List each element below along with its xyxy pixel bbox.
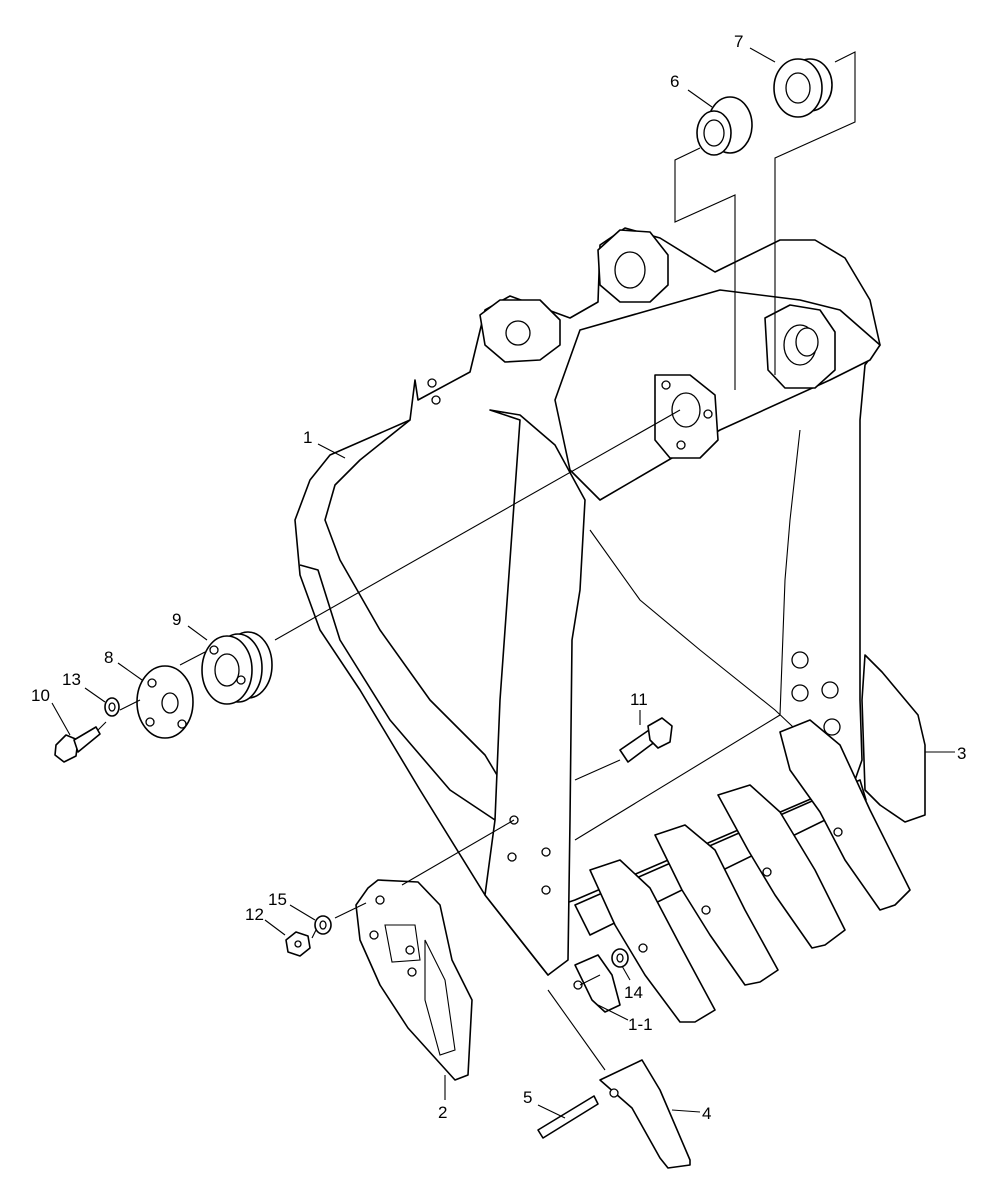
- callout-5: 5: [523, 1088, 532, 1107]
- callout-4: 4: [702, 1104, 711, 1123]
- callout-1: 1: [303, 428, 312, 447]
- washer-13: [104, 697, 120, 717]
- assembly-lines: [97, 51, 856, 1071]
- bucket-teeth: [574, 719, 911, 1023]
- callout-2: 2: [438, 1103, 447, 1122]
- callout-14: 14: [624, 983, 643, 1002]
- bushing-7: [773, 58, 833, 118]
- nut-12: [285, 931, 311, 957]
- boss-9: [201, 631, 273, 705]
- callout-7: 7: [734, 32, 743, 51]
- bushing-6: [696, 96, 753, 156]
- callout-leaders: [51, 47, 955, 1119]
- callout-3: 3: [957, 744, 966, 763]
- washer-plate-8: [136, 665, 194, 739]
- callout-10: 10: [31, 686, 50, 705]
- callout-11: 11: [630, 690, 648, 709]
- washer-14: [611, 948, 629, 968]
- bolt-10: [54, 726, 101, 763]
- callout-12: 12: [245, 905, 264, 924]
- callout-13: 13: [62, 670, 81, 689]
- tooth-4: [599, 1059, 691, 1169]
- washer-15: [314, 915, 332, 935]
- callout-1-1: 1-1: [628, 1015, 653, 1034]
- pin-5: [537, 1095, 599, 1139]
- callout-6: 6: [670, 72, 679, 91]
- bolt-11: [619, 717, 673, 763]
- side-cutter: [861, 654, 926, 823]
- bucket-body: [294, 227, 881, 990]
- callout-9: 9: [172, 610, 181, 629]
- side-protector-2: [355, 879, 473, 1081]
- callout-15: 15: [268, 890, 287, 909]
- callout-labels: 1 1-1 2 3 4 5 6 7 8 9 10 11 12 13 14 15: [31, 32, 966, 1123]
- callout-8: 8: [104, 648, 113, 667]
